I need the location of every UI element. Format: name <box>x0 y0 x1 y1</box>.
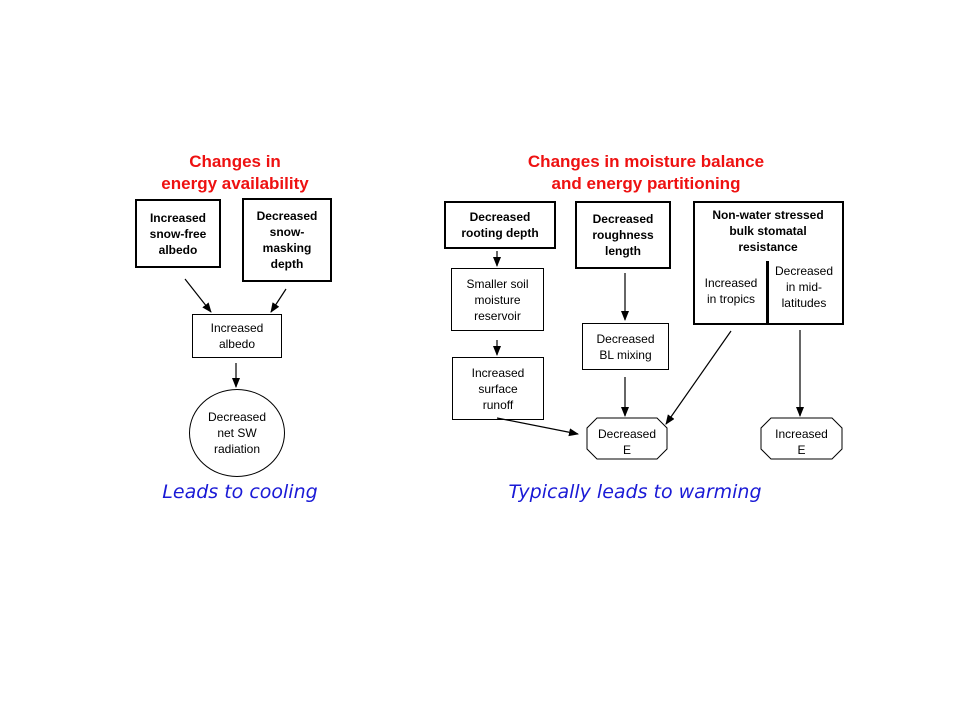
decreased-net-sw-radiation-circle: Decreased net SW radiation <box>189 389 285 477</box>
decreased-roughness-length-box: Decreased roughness length <box>575 201 671 269</box>
stomatal-divider <box>766 261 769 323</box>
moisture-balance-heading: Changes in moisture balance and energy p… <box>527 152 765 193</box>
increased-surface-runoff-box: Increased surface runoff <box>452 357 544 420</box>
decreased-rooting-depth-box: Decreased rooting depth <box>444 201 556 249</box>
increased-e-label: Increased E <box>775 427 828 457</box>
decreased-in-mid-latitudes-label: Decreased in mid- latitudes <box>774 264 834 310</box>
stomatal-resistance-box: Non-water stressed bulk stomatal resista… <box>693 201 844 325</box>
increased-snow-free-albedo-box: Increased snow-free albedo <box>135 199 221 268</box>
decreased-bl-mixing-box: Decreased BL mixing <box>582 323 669 370</box>
decreased-e-label: Decreased E <box>597 427 657 457</box>
decreased-e-octagon <box>586 417 668 460</box>
stomatal-resistance-title: Non-water stressed bulk stomatal resista… <box>712 208 824 254</box>
arrow-tropics-to-decreased-e <box>665 330 732 425</box>
arrow-runoff-to-decreased-e <box>496 417 579 437</box>
typically-leads-to-warming-caption: Typically leads to warming <box>508 481 762 503</box>
arrow-snow-masking-to-albedo <box>270 288 287 313</box>
leads-to-cooling-caption: Leads to cooling <box>162 481 318 503</box>
decreased-snow-masking-depth-box: Decreased snow- masking depth <box>242 198 332 282</box>
increased-e-octagon <box>760 417 843 460</box>
energy-availability-heading: Changes in energy availability <box>161 152 309 193</box>
arrow-snow-free-to-albedo <box>184 278 212 313</box>
increased-albedo-box: Increased albedo <box>192 314 282 358</box>
increased-in-tropics-label: Increased in tropics <box>704 276 758 306</box>
smaller-soil-moisture-reservoir-box: Smaller soil moisture reservoir <box>451 268 544 331</box>
